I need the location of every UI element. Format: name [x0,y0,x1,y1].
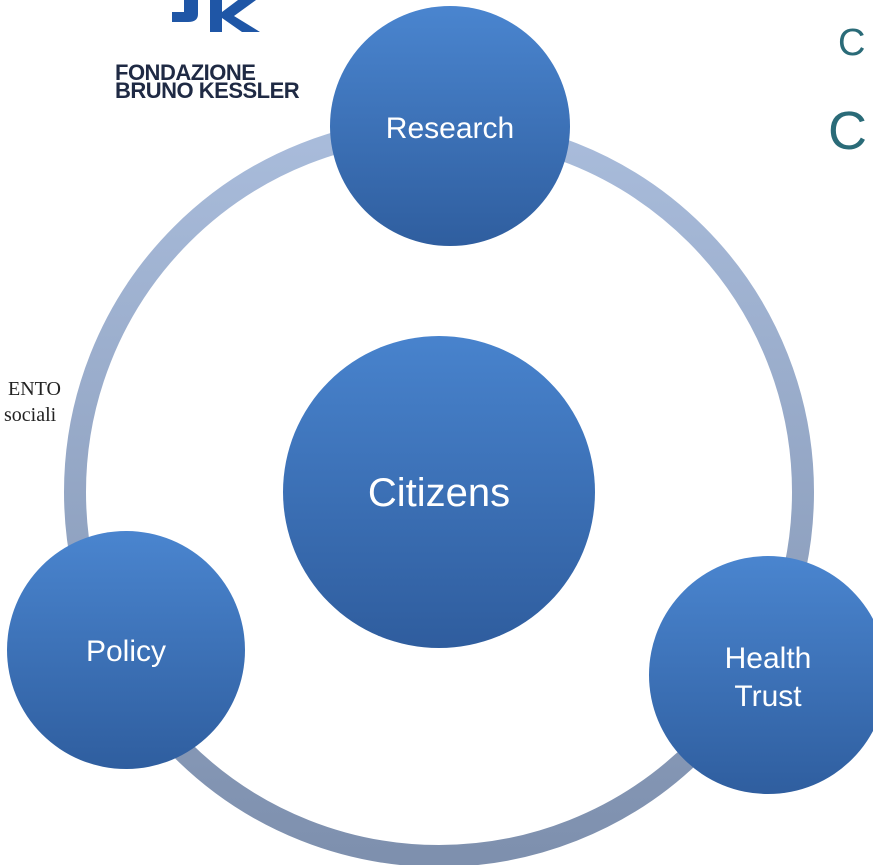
center-node-label: Citizens [368,471,510,515]
logo-text-line1: FONDAZIONE [115,60,256,85]
node-research-label: Research [386,112,514,145]
node-health-trust: Health Trust [649,556,873,794]
fbk-logo-mark [172,0,260,32]
title-fragment-2: C [828,101,867,161]
node-policy-label: Policy [86,635,166,668]
fbk-logo: FONDAZIONE BRUNO KESSLER [112,0,300,110]
logo-text-line2: BRUNO KESSLER [115,78,300,103]
node-health-trust-label-line2: Trust [734,680,802,713]
side-text-line2: sociali [4,404,57,426]
title-fragment-1: C [838,22,866,64]
node-health-trust-label-line1: Health [725,642,812,675]
node-policy: Policy [7,531,245,769]
node-research: Research [330,6,570,246]
side-text-line1: ENTO [8,378,61,400]
center-node-citizens: Citizens [283,336,595,648]
